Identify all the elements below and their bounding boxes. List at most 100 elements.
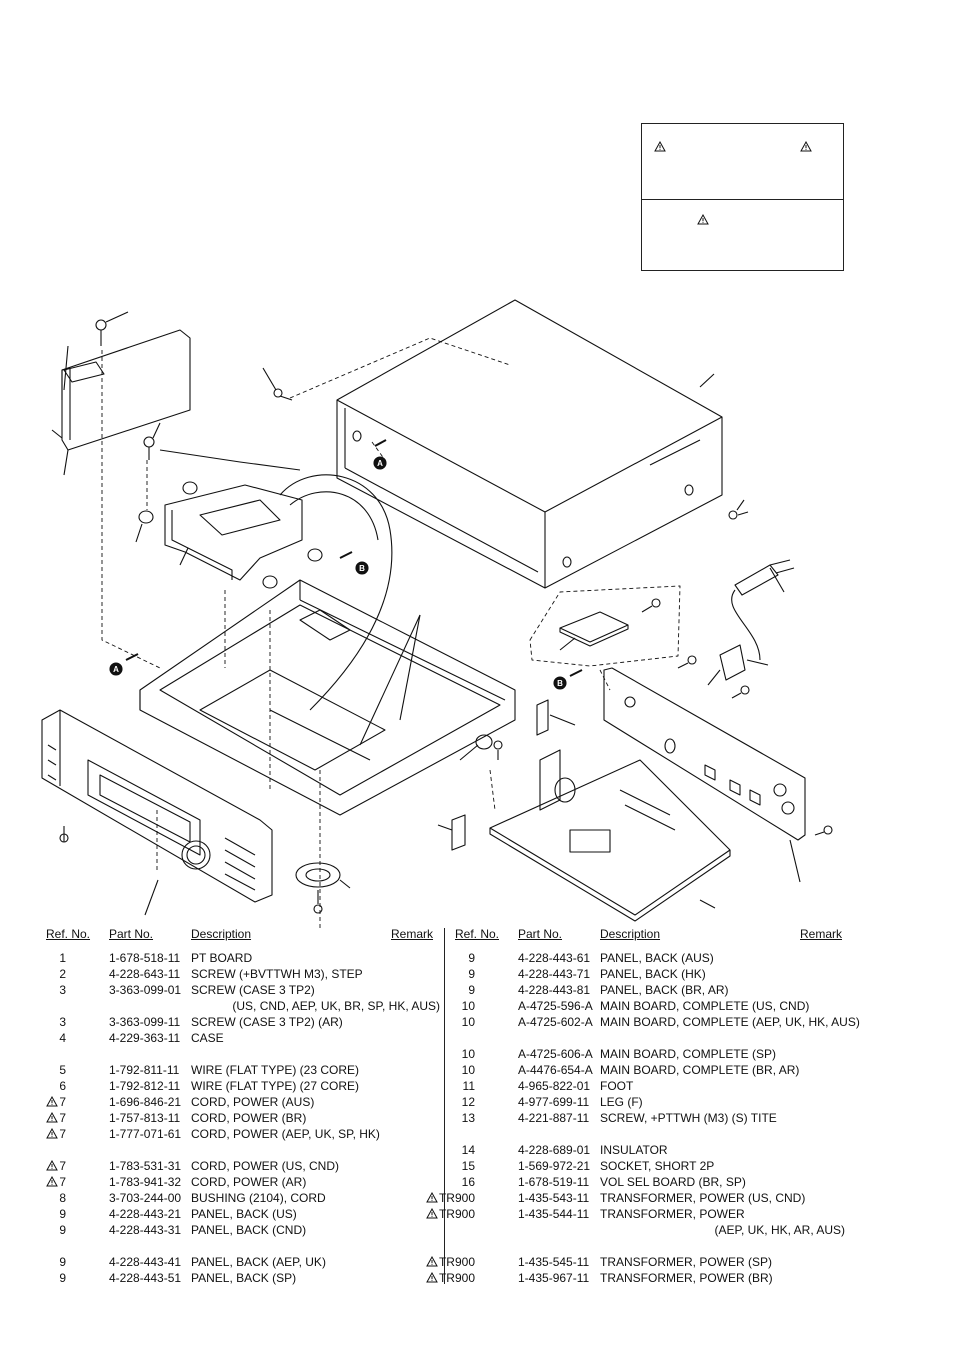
ref-no-cell: 3 xyxy=(59,982,66,998)
warning-icon xyxy=(654,141,666,152)
description-cell: MAIN BOARD, COMPLETE (SP) xyxy=(600,1047,777,1061)
part-no-cell: 4-228-443-21 xyxy=(109,1207,182,1221)
part-no-cell: A-4725-596-A xyxy=(518,999,593,1013)
part-no-cell: 1-696-846-21 xyxy=(109,1095,182,1109)
ref-no-cell: 9 xyxy=(468,966,475,982)
ref-no-cell: 16 xyxy=(462,1174,475,1190)
power-cord xyxy=(707,559,795,686)
part-no-cell: 4-228-443-61 xyxy=(518,951,591,965)
safety-mark-icon xyxy=(46,1160,59,1171)
ref-no-cell: 12 xyxy=(462,1094,475,1110)
description-cell: WIRE (FLAT TYPE) (23 CORE) xyxy=(191,1063,360,1077)
ref-no-text: TR900 xyxy=(438,1207,475,1221)
part-no-cell: 4-229-363-11 xyxy=(109,1031,181,1045)
part-no-cell: 1-678-519-11 xyxy=(518,1175,590,1189)
description-cell: LEG (F) xyxy=(600,1095,643,1109)
part-no-cell: 1-678-518-11 xyxy=(109,951,181,965)
part-no-cell: 4-977-699-11 xyxy=(518,1095,590,1109)
ref-no-cell: 10 xyxy=(462,1046,475,1062)
safety-mark-icon xyxy=(426,1192,438,1203)
description-cell: MAIN BOARD, COMPLETE (AEP, UK, HK, AUS) xyxy=(600,1015,860,1029)
ref-no-cell: 3 xyxy=(59,1014,66,1030)
part-no-cell: 4-228-689-01 xyxy=(518,1143,591,1157)
ref-no-text: TR900 xyxy=(438,1271,475,1285)
exploded-view-diagram: A B A B xyxy=(41,299,833,930)
part-no-cell: 4-221-887-11 xyxy=(518,1111,590,1125)
ref-no-header: Ref. No. xyxy=(455,927,500,941)
part-no-cell: 4-228-443-71 xyxy=(518,967,591,981)
part-no-cell: 1-569-972-21 xyxy=(518,1159,591,1173)
table-row: 16 1-678-519-11 VOL SEL BOARD (BR, SP) xyxy=(455,1174,845,1190)
part-no-cell: 1-792-812-11 xyxy=(109,1079,181,1093)
front-panel xyxy=(41,709,273,916)
ref-no-text: 13 xyxy=(461,1111,475,1125)
part-no-cell: 1-777-071-61 xyxy=(109,1127,182,1141)
ref-no-cell: 7 xyxy=(46,1110,66,1126)
insulator-parts xyxy=(437,699,576,851)
table-row: 15 1-569-972-21 SOCKET, SHORT 2P xyxy=(455,1158,845,1174)
ref-no-text: 10 xyxy=(461,1015,475,1029)
description-cell: SCREW, +PTTWH (M3) (S) TITE xyxy=(600,1111,777,1125)
part-no-cell: 4-965-822-01 xyxy=(518,1079,591,1093)
ref-no-text: 7 xyxy=(59,1159,66,1173)
callout-b-top xyxy=(339,551,369,575)
ref-no-cell: 10 xyxy=(462,998,475,1014)
description-cell: SOCKET, SHORT 2P xyxy=(600,1159,715,1173)
ref-no-text: 3 xyxy=(59,1015,66,1029)
callout-a-label: A xyxy=(113,665,119,674)
ref-no-text: 9 xyxy=(468,967,475,981)
ref-no-cell: 8 xyxy=(59,1190,66,1206)
part-no-cell: 3-363-099-11 xyxy=(109,1015,181,1029)
ref-no-text: 8 xyxy=(59,1191,66,1205)
back-panel xyxy=(603,667,806,883)
description-cell: CORD, POWER (AR) xyxy=(191,1175,307,1189)
description-cell: WIRE (FLAT TYPE) (27 CORE) xyxy=(191,1079,360,1093)
ref-no-text: 10 xyxy=(461,1047,475,1061)
description-cell: VOL SEL BOARD (BR, SP) xyxy=(600,1175,746,1189)
ref-no-text: 1 xyxy=(59,951,66,965)
ref-no-cell: 10 xyxy=(462,1062,475,1078)
description-cell: CORD, POWER (AEP, UK, SP, HK) xyxy=(191,1127,380,1141)
description-continuation: (US, CND, AEP, UK, BR, SP, HK, AUS) xyxy=(232,999,440,1013)
safety-mark-icon xyxy=(46,1128,59,1139)
ref-no-cell: 9 xyxy=(59,1206,66,1222)
ref-no-text: 15 xyxy=(461,1159,475,1173)
warning-icon xyxy=(800,141,812,152)
ref-no-text: 12 xyxy=(461,1095,475,1109)
ref-no-text: 10 xyxy=(461,999,475,1013)
description-continuation: (AEP, UK, HK, AR, AUS) xyxy=(714,1223,846,1237)
description-cell: PANEL, BACK (AUS) xyxy=(600,951,714,965)
part-no-cell: 1-783-531-31 xyxy=(109,1159,182,1173)
flat-wires xyxy=(279,474,421,746)
ref-no-cell: 1 xyxy=(59,950,66,966)
ref-no-cell: 9 xyxy=(468,982,475,998)
part-no-cell: A-4476-654-A xyxy=(518,1063,593,1077)
ref-no-cell: 10 xyxy=(462,1014,475,1030)
description-cell: TRANSFORMER, POWER (BR) xyxy=(600,1271,773,1285)
callout-a-left xyxy=(109,653,139,676)
description-cell: PANEL, BACK (SP) xyxy=(191,1271,297,1285)
safety-mark-icon xyxy=(426,1256,438,1267)
part-no-cell: 4-228-443-31 xyxy=(109,1223,182,1237)
description-cell: CORD, POWER (AUS) xyxy=(191,1095,315,1109)
remark-header: Remark xyxy=(800,927,843,941)
safety-mark-icon xyxy=(46,1176,59,1187)
